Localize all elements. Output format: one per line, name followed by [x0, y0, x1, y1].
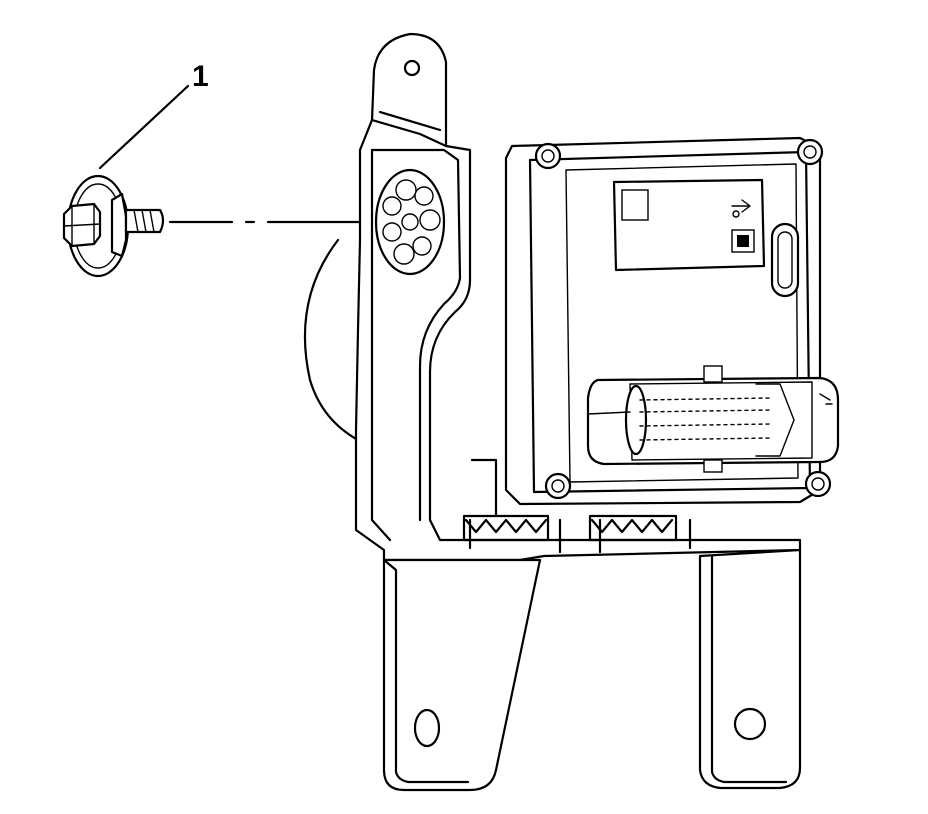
module-screw-top-right: [796, 138, 824, 166]
module-screw-top-left: [534, 142, 562, 170]
bolt-fastener: [62, 174, 165, 278]
control-module: [462, 136, 832, 542]
module-screw-bottom-left: [544, 472, 572, 500]
mounting-bracket: [303, 32, 802, 792]
cable-grommet: [374, 168, 446, 276]
harness-connector: [586, 365, 840, 473]
callout-label-1: 1: [192, 60, 209, 93]
callout-leader-line: [98, 84, 190, 170]
connector-pin-rows: [639, 397, 771, 441]
module-screw-bottom-right: [804, 470, 832, 498]
